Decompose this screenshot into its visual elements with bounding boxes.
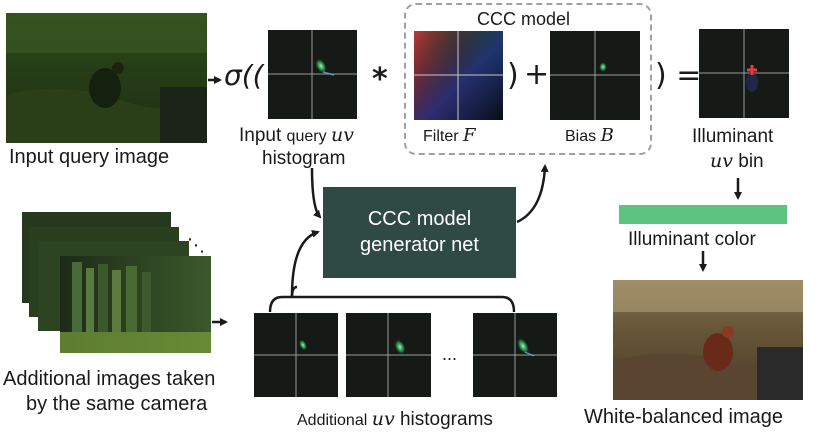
plus-operator: + xyxy=(524,57,550,92)
filter-f-panel xyxy=(414,31,503,120)
additional-hist-word-histograms: histograms xyxy=(394,409,493,430)
generator-net-label-2: generator net xyxy=(360,234,479,256)
input-hist-word-query: query xyxy=(286,128,332,145)
filter-word: Filter xyxy=(423,128,463,145)
sigma-operator: σ(( xyxy=(224,59,264,92)
filter-label: Filter F xyxy=(423,125,476,148)
bias-symbol: B xyxy=(600,125,614,146)
white-balanced-label: White-balanced image xyxy=(584,406,783,428)
additional-histogram-3 xyxy=(473,313,557,397)
bias-b-panel xyxy=(550,31,640,120)
bias-label: Bias B xyxy=(565,125,614,148)
input-query-image xyxy=(6,13,207,143)
arrow-hists-to-generator xyxy=(290,229,320,297)
illuminant-uv-bin-panel xyxy=(699,29,789,118)
stack-ellipsis: ⋱ xyxy=(187,235,205,255)
close-paren-operator: ) xyxy=(507,58,519,93)
generator-net-box: CCC model generator net xyxy=(323,187,516,278)
input-hist-label-line2: histogram xyxy=(262,148,346,169)
illuminant-label: Illuminant xyxy=(692,126,774,147)
additional-images-label-1: Additional images taken xyxy=(3,368,216,390)
arrow-generator-to-model xyxy=(516,164,549,224)
input-hist-uv-symbol: uv xyxy=(331,124,354,146)
input-hist-label-line1: Input query uv xyxy=(239,124,354,148)
histogram-ellipsis: ... xyxy=(442,344,458,364)
uv-bin-label: uv bin xyxy=(710,150,764,173)
additional-hist-uv-symbol: uv xyxy=(371,408,395,430)
filter-symbol: F xyxy=(463,125,476,146)
input-query-histogram xyxy=(268,30,357,119)
arrow-hist-to-generator xyxy=(310,167,322,219)
bias-word: Bias xyxy=(565,128,601,145)
input-query-image-label: Input query image xyxy=(9,146,170,168)
additional-histogram-2 xyxy=(346,313,431,397)
histogram-bracket xyxy=(268,295,516,313)
additional-images-label-2: by the same camera xyxy=(26,393,208,415)
multiply-operator: * xyxy=(372,62,388,97)
uv-bin-word: bin xyxy=(732,151,764,172)
illuminant-color-swatch xyxy=(619,205,787,224)
input-hist-word-input: Input xyxy=(239,125,287,146)
equals-operator: ) = xyxy=(655,58,702,93)
ccc-model-box xyxy=(404,3,652,155)
illuminant-color-label: Illuminant color xyxy=(628,229,756,250)
additional-images-stack xyxy=(22,212,211,353)
uv-bin-symbol: uv xyxy=(710,150,733,172)
white-balanced-image xyxy=(613,280,803,400)
generator-net-label-1: CCC model xyxy=(367,208,472,230)
additional-hist-word: Additional xyxy=(297,412,372,429)
ccc-model-title: CCC model xyxy=(477,9,571,29)
additional-hist-label: Additional uv histograms xyxy=(297,408,493,432)
additional-histogram-1 xyxy=(254,313,338,397)
